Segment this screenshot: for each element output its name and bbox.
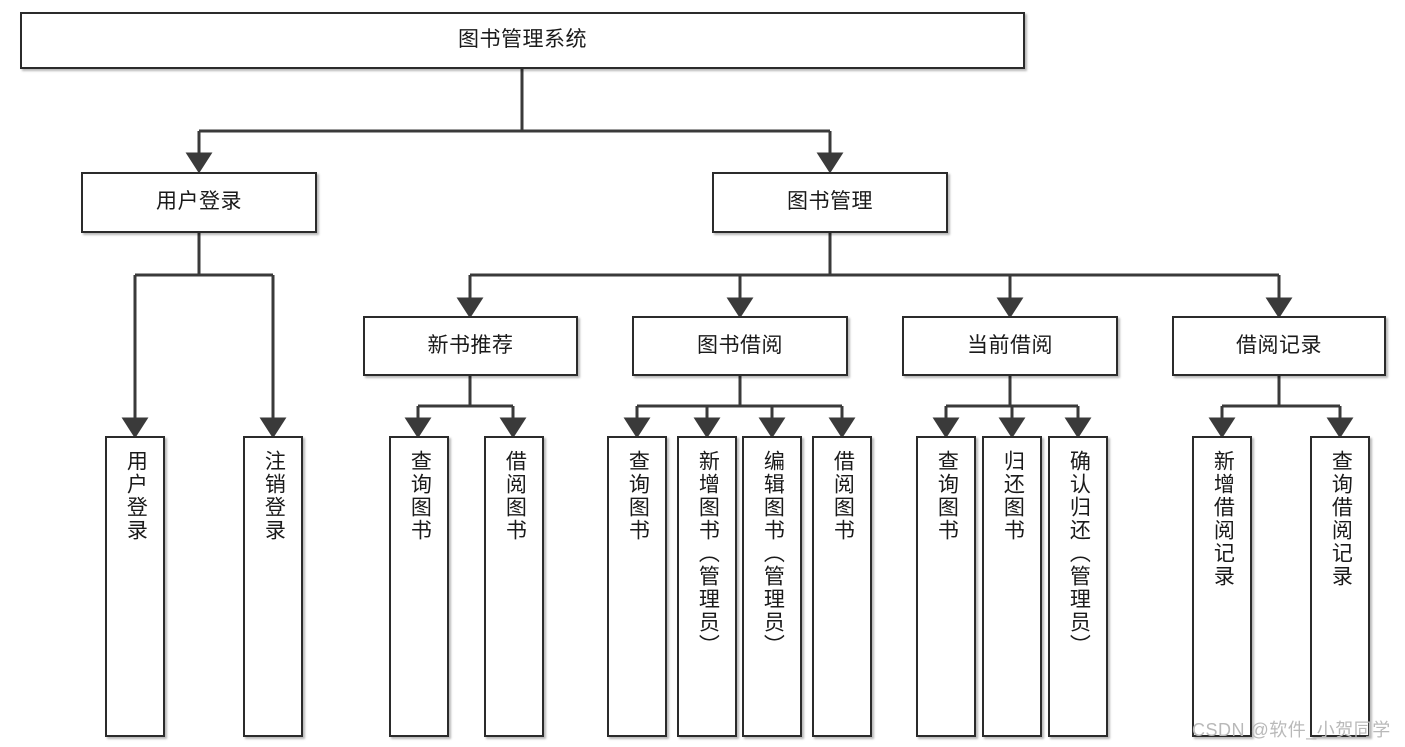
node-label: 图书管理系统 xyxy=(458,28,587,52)
node-leaf-return-book[interactable]: 归还图书 xyxy=(982,436,1042,737)
node-new-book-recommend[interactable]: 新书推荐 xyxy=(363,316,578,376)
node-borrow-record[interactable]: 借阅记录 xyxy=(1172,316,1386,376)
node-book-borrow[interactable]: 图书借阅 xyxy=(632,316,848,376)
node-label: 确认归还（管理员） xyxy=(1067,450,1091,657)
node-leaf-query-book-recommend[interactable]: 查询图书 xyxy=(389,436,449,737)
node-label: 借阅图书 xyxy=(831,450,855,542)
node-book-management[interactable]: 图书管理 xyxy=(712,172,948,233)
node-label: 借阅图书 xyxy=(503,450,527,542)
node-label: 注销登录 xyxy=(262,450,286,542)
node-leaf-add-borrow-record[interactable]: 新增借阅记录 xyxy=(1192,436,1252,737)
node-leaf-logout[interactable]: 注销登录 xyxy=(243,436,303,737)
node-root-system[interactable]: 图书管理系统 xyxy=(20,12,1025,69)
node-label: 用户登录 xyxy=(124,450,148,542)
node-label: 归还图书 xyxy=(1001,450,1025,542)
node-label: 图书管理 xyxy=(787,190,873,214)
node-leaf-borrow-book-recommend[interactable]: 借阅图书 xyxy=(484,436,544,737)
node-label: 新增图书（管理员） xyxy=(696,450,720,657)
node-label: 当前借阅 xyxy=(967,333,1053,357)
node-leaf-user-login[interactable]: 用户登录 xyxy=(105,436,165,737)
node-label: 查询图书 xyxy=(935,450,959,542)
node-leaf-confirm-return-admin[interactable]: 确认归还（管理员） xyxy=(1048,436,1108,737)
node-label: 编辑图书（管理员） xyxy=(761,450,785,657)
node-leaf-query-book-borrow[interactable]: 查询图书 xyxy=(607,436,667,737)
node-current-borrow[interactable]: 当前借阅 xyxy=(902,316,1118,376)
node-leaf-query-book-current[interactable]: 查询图书 xyxy=(916,436,976,737)
node-leaf-edit-book-admin[interactable]: 编辑图书（管理员） xyxy=(742,436,802,737)
node-label: 查询借阅记录 xyxy=(1329,450,1353,588)
node-label: 查询图书 xyxy=(408,450,432,542)
node-label: 查询图书 xyxy=(626,450,650,542)
node-leaf-query-borrow-record[interactable]: 查询借阅记录 xyxy=(1310,436,1370,737)
node-user-login[interactable]: 用户登录 xyxy=(81,172,317,233)
node-leaf-borrow-book[interactable]: 借阅图书 xyxy=(812,436,872,737)
node-label: 新书推荐 xyxy=(427,333,514,357)
node-label: 用户登录 xyxy=(156,190,242,214)
node-leaf-add-book-admin[interactable]: 新增图书（管理员） xyxy=(677,436,737,737)
node-label: 借阅记录 xyxy=(1236,333,1322,357)
node-label: 图书借阅 xyxy=(697,333,783,357)
node-label: 新增借阅记录 xyxy=(1211,450,1235,588)
